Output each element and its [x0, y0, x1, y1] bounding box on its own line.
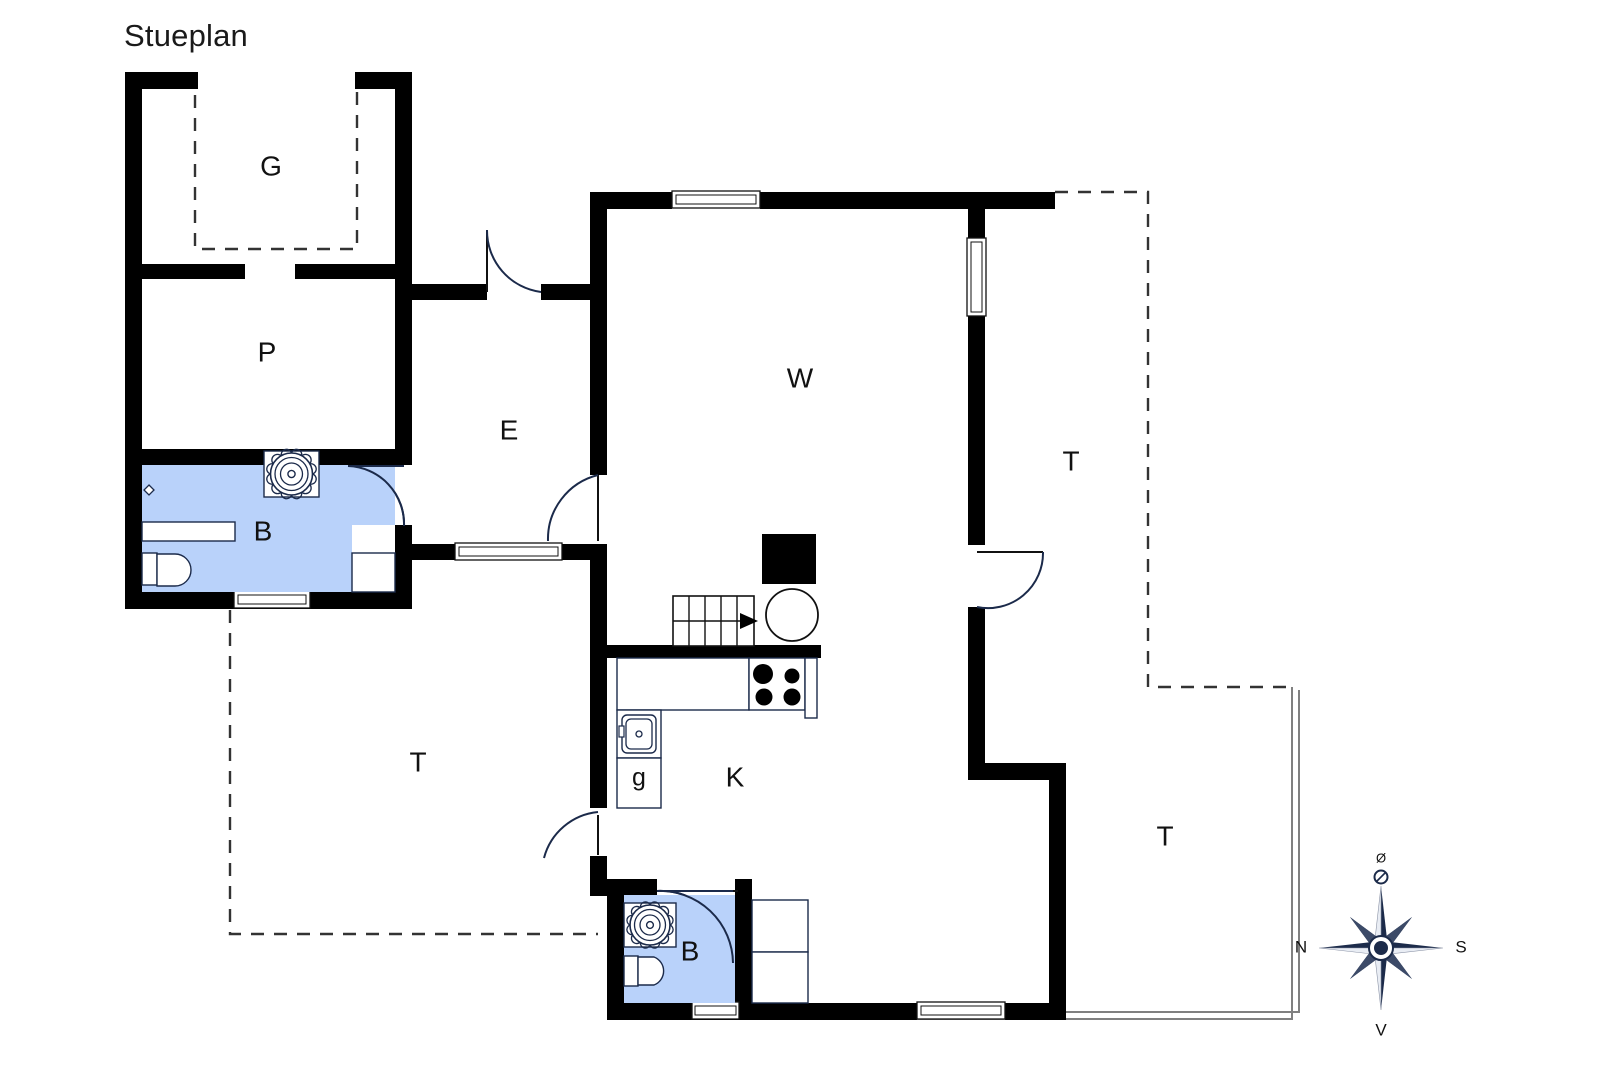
- upper-bathroom-fixtures: [141, 448, 320, 587]
- dashed-outline-group: [193, 72, 1290, 936]
- cabinet-lower-lower: [751, 951, 809, 1004]
- kitchen-sink: [618, 714, 657, 754]
- dashed-terrace-left: [228, 610, 598, 936]
- door-terrace-west: [543, 811, 599, 859]
- wall-w-right-below-window: [968, 316, 985, 545]
- shower-tray-upper: [263, 450, 320, 498]
- door-entry-to-living: [546, 474, 599, 542]
- wall-lower-bath-top-left: [607, 879, 657, 895]
- wall-lower-bath-right: [735, 879, 752, 1003]
- wall-house-bottom-right: [1005, 1003, 1066, 1020]
- page-title: Stueplan: [124, 18, 248, 53]
- room-labels-group: G P B E W K g B T T T: [254, 150, 1174, 966]
- wall-main-top-right: [760, 192, 1055, 209]
- room-label-bathroom-lower: B: [681, 935, 700, 966]
- room-label-terrace-southeast: T: [1156, 820, 1173, 851]
- round-dining-table: [765, 588, 819, 642]
- window-entry-south: [454, 542, 563, 561]
- wall-main-top-left: [607, 192, 672, 209]
- fill-upper-bathroom: [142, 465, 395, 592]
- wall-w-right-above-window: [968, 209, 985, 238]
- compass-label-left: N: [1295, 937, 1307, 956]
- burner-front-right: [755, 688, 773, 706]
- shower-drain-lower-bathroom: [626, 901, 674, 949]
- compass-rose: Ø N S V: [1295, 850, 1467, 1039]
- compass-intercardinal-points: [1350, 917, 1412, 979]
- wall-kitchen-left-lower: [590, 856, 607, 896]
- shower-tray-lower: [623, 902, 677, 948]
- wall-w-left-upper: [590, 192, 607, 475]
- toilet-upper-bathroom: [141, 552, 192, 587]
- cabinet-lower-upper: [751, 899, 809, 953]
- floor-drain-upper-bathroom: [143, 484, 155, 496]
- room-label-terrace-west: T: [409, 746, 426, 777]
- wall-house-right-lower: [1049, 763, 1066, 1020]
- kitchen-stove-side: [804, 657, 818, 719]
- door-entry-north: [485, 229, 542, 293]
- room-label-entry: E: [500, 414, 519, 445]
- shower-drain-upper-bathroom: [266, 448, 317, 500]
- wall-g-p-right: [295, 264, 412, 279]
- door-terrace-east: [976, 551, 1045, 610]
- room-label-kitchen: K: [726, 761, 745, 792]
- wall-garage-top-left: [125, 72, 198, 89]
- burner-back-left: [784, 668, 800, 684]
- wall-house-bottom-left: [607, 1003, 917, 1020]
- wall-kitchen-right: [968, 607, 985, 772]
- room-label-utility-g: g: [632, 764, 646, 792]
- door-arc-upper-bathroom-overlay: [347, 465, 406, 527]
- window-lower-bathroom-south: [691, 1001, 740, 1020]
- window-living-north: [671, 190, 761, 209]
- wall-kitchen-left-upper: [590, 654, 607, 808]
- room-label-garage: G: [260, 150, 282, 181]
- dashed-terrace-right-upper: [1055, 190, 1290, 689]
- wall-g-p-left: [142, 264, 245, 279]
- toilet-lower-bathroom: [623, 955, 665, 987]
- wood-stove: [762, 534, 816, 584]
- room-label-terrace-east: T: [1062, 445, 1079, 476]
- wall-w-left-lower: [590, 544, 607, 654]
- windows-group: [233, 190, 1006, 1020]
- room-label-utility-p: P: [258, 336, 277, 367]
- compass-label-right: S: [1455, 937, 1466, 956]
- dashed-garage-area: [193, 72, 359, 251]
- wall-kitchen-jog: [968, 763, 1066, 780]
- wall-e-top-left: [412, 284, 487, 300]
- window-living-east: [966, 237, 987, 317]
- niche-upper-bathroom: [351, 552, 396, 593]
- compass-north-marker: [1373, 869, 1389, 885]
- kitchen-fixtures: [616, 657, 818, 809]
- burner-front-left: [753, 664, 773, 684]
- wall-outer-left: [125, 72, 142, 609]
- compass-label-top: Ø: [1376, 850, 1386, 865]
- compass-label-bottom: V: [1375, 1020, 1387, 1039]
- wall-b-right-lower: [395, 525, 412, 609]
- wall-lower-bath-left: [607, 879, 624, 1003]
- washbasin-upper-bathroom: [141, 521, 236, 542]
- stair-direction-arrow: [740, 613, 758, 629]
- window-kitchen-south: [916, 1001, 1006, 1020]
- wall-block-right-upper: [395, 72, 412, 449]
- lower-bathroom-fixtures: [623, 899, 809, 1004]
- utility-room-g-box: [616, 757, 662, 809]
- room-label-living: W: [787, 362, 814, 393]
- room-label-bathroom-upper: B: [254, 515, 273, 546]
- window-upper-bathroom-south: [233, 590, 311, 609]
- staircase-with-direction-arrow: [672, 595, 758, 647]
- kitchen-counter: [616, 657, 750, 711]
- burner-back-right: [783, 688, 801, 706]
- wall-stair-partition: [607, 645, 821, 658]
